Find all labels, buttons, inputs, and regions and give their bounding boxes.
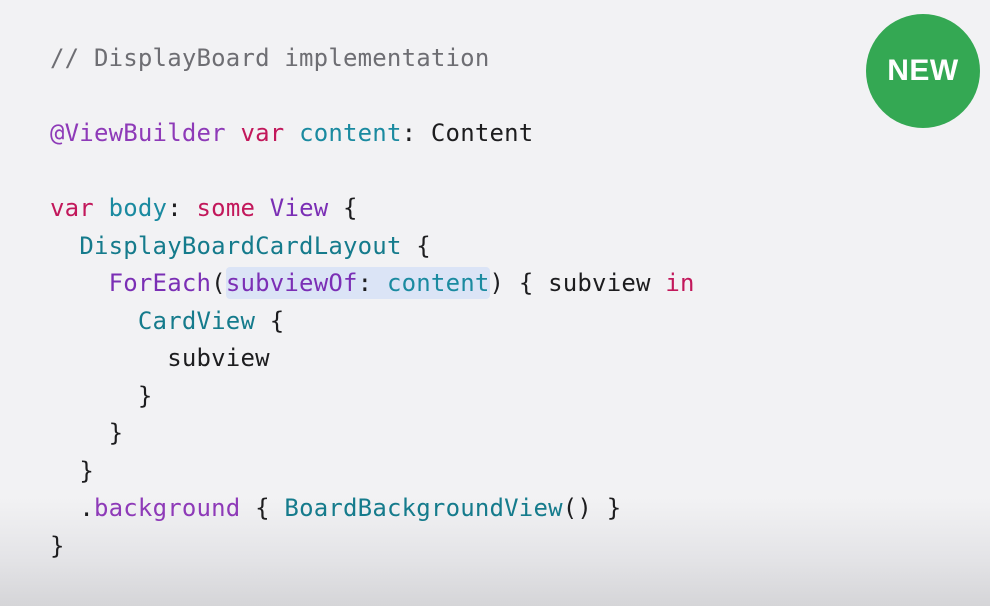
- code-highlight: subviewOf: content: [225, 267, 490, 299]
- code-punct: .: [79, 494, 94, 522]
- code-punct: {: [328, 194, 358, 222]
- code-type: BoardBackgroundView: [284, 494, 563, 522]
- code-modifier: background: [93, 494, 241, 522]
- code-punct: }: [50, 531, 65, 560]
- code-function: ForEach: [108, 269, 212, 297]
- code-attribute: @ViewBuilder: [50, 119, 226, 147]
- code-line-close: }: [50, 528, 695, 566]
- code-punct: {: [401, 231, 431, 260]
- code-keyword: some: [196, 194, 256, 222]
- code-identifier: body: [108, 194, 168, 222]
- code-line-comment: // DisplayBoard implementation: [50, 40, 695, 78]
- code-line-close: }: [50, 415, 695, 453]
- code-punct: {: [255, 306, 285, 335]
- code-line-subview: subview: [50, 340, 695, 378]
- code-text: subview: [167, 344, 270, 372]
- code-line-close: }: [50, 453, 695, 491]
- code-line-background: .background { BoardBackgroundView() }: [50, 490, 695, 528]
- code-line-cardview: CardView {: [50, 303, 695, 341]
- code-type: DisplayBoardCardLayout: [79, 231, 402, 260]
- code-type-annotation: : Content: [401, 119, 534, 147]
- code-block: // DisplayBoard implementation @ViewBuil…: [50, 40, 695, 565]
- code-punct: }: [108, 419, 124, 447]
- code-line-close: }: [50, 378, 695, 416]
- code-line-blank: [50, 78, 695, 116]
- code-identifier: content: [386, 269, 490, 297]
- code-punct: :: [167, 194, 197, 222]
- code-punct: }: [79, 456, 94, 485]
- code-punct: {: [240, 494, 285, 522]
- code-keyword: var: [50, 194, 94, 222]
- code-punct: :: [357, 269, 387, 297]
- code-line-viewbuilder: @ViewBuilder var content: Content: [50, 115, 695, 153]
- code-punct: }: [137, 381, 153, 410]
- code-line-layout: DisplayBoardCardLayout {: [50, 228, 695, 266]
- code-comment: // DisplayBoard implementation: [50, 44, 490, 72]
- code-line-body: var body: some View {: [50, 190, 695, 228]
- new-badge: NEW: [866, 14, 980, 128]
- code-keyword: in: [665, 269, 695, 297]
- code-line-foreach: ForEach(subviewOf: content) { subview in: [50, 265, 695, 303]
- code-keyword: var: [240, 119, 285, 147]
- code-type: View: [269, 194, 329, 222]
- code-identifier: content: [299, 119, 402, 147]
- code-punct: (: [211, 269, 226, 297]
- code-punct: () }: [562, 494, 622, 522]
- code-line-blank: [50, 153, 695, 191]
- code-type: CardView: [137, 306, 256, 335]
- code-text: ) { subview: [489, 269, 666, 297]
- code-arg-label: subviewOf: [225, 269, 358, 297]
